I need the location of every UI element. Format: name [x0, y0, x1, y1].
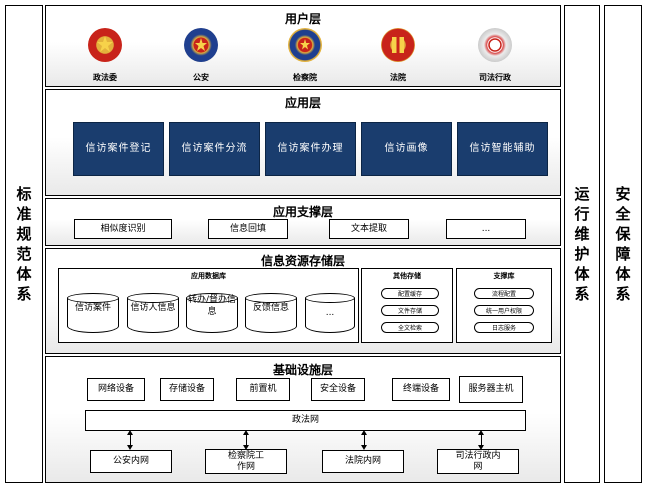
user-layer: 用户层 政法委 公安 检察院 法院 司法行政 — [45, 5, 561, 87]
db-more: ... — [305, 293, 355, 333]
db-case: 信访案件 — [67, 293, 119, 333]
security-column: 安全保障体系 — [604, 5, 642, 483]
police-emblem-icon — [184, 28, 218, 62]
db-feedback-info: 反馈信息 — [245, 293, 297, 333]
device-server-host: 服务器主机 — [459, 376, 523, 403]
column-label-char: 体 — [615, 265, 631, 283]
judicial-administration-emblem-icon — [478, 28, 512, 62]
application-support-layer-title: 应用支撑层 — [272, 205, 333, 219]
entity-label-political-committee: 政法委 — [93, 73, 117, 82]
column-label-char: 障 — [615, 245, 631, 263]
support-db-log-service: 日志服务 — [474, 322, 534, 333]
column-label-char: 行 — [574, 205, 590, 223]
db-more-label: ... — [325, 308, 335, 318]
device-front-end-server: 前置机 — [236, 378, 290, 401]
support-item-info-backfill: 信息回填 — [208, 219, 288, 239]
infrastructure-layer-title: 基础设施层 — [272, 363, 333, 377]
column-label-char: 标 — [16, 185, 32, 203]
column-label-char: 系 — [615, 285, 631, 303]
standards-column-label: 标准规范体系 — [6, 184, 42, 304]
column-label-char: 安 — [615, 185, 631, 203]
user-layer-title: 用户层 — [284, 12, 321, 26]
operation-maintenance-column-label: 运行维护体系 — [565, 184, 599, 304]
column-label-char: 规 — [16, 225, 32, 243]
db-petitioner-info: 信访人信息 — [127, 293, 179, 333]
support-item-similarity: 相似度识别 — [74, 219, 172, 239]
device-storage: 存储设备 — [160, 378, 214, 401]
network-link-arrow-4 — [478, 430, 484, 450]
app-database-title: 应用数据库 — [191, 272, 226, 280]
app-intelligent-assist: 信访智能辅助 — [457, 122, 548, 176]
network-link-arrow-2 — [243, 430, 249, 450]
support-item-more: ... — [446, 219, 526, 239]
storage-fulltext-search: 全文检索 — [381, 322, 439, 333]
storage-config-cache: 配置缓存 — [381, 288, 439, 299]
column-label-char: 运 — [574, 185, 590, 203]
application-layer-title: 应用层 — [284, 96, 321, 110]
support-item-text-extraction: 文本提取 — [329, 219, 409, 239]
column-label-char: 范 — [16, 245, 32, 263]
support-db-unified-permissions: 统一用户权限 — [474, 305, 534, 316]
device-terminal: 终端设备 — [392, 378, 450, 401]
storage-layer-title: 信息资源存储层 — [260, 254, 345, 268]
entity-label-police: 公安 — [193, 73, 209, 82]
support-database-title: 支撑库 — [493, 272, 515, 280]
column-label-char: 保 — [615, 225, 631, 243]
column-label-char: 系 — [574, 285, 590, 303]
political-committee-emblem-icon — [88, 28, 122, 62]
storage-file: 文件存储 — [381, 305, 439, 316]
column-label-char: 护 — [574, 245, 590, 263]
db-feedback-info-label: 反馈信息 — [252, 303, 289, 313]
column-label-char: 体 — [16, 265, 32, 283]
procuratorate-emblem-icon — [288, 28, 322, 62]
device-network: 网络设备 — [87, 378, 145, 401]
app-case-dispatch: 信访案件分流 — [169, 122, 260, 176]
db-case-label: 信访案件 — [74, 303, 111, 313]
app-case-registration: 信访案件登记 — [73, 122, 164, 176]
subnet-procuratorate: 检察院工作网 — [205, 449, 287, 474]
security-column-label: 安全保障体系 — [605, 184, 641, 304]
entity-label-judicial-administration: 司法行政 — [479, 73, 511, 82]
other-storage-title: 其他存储 — [393, 272, 421, 280]
db-transfer-info-label: 转办/督办信息 — [187, 295, 237, 317]
device-security: 安全设备 — [311, 378, 365, 401]
support-db-workflow-config: 流程配置 — [474, 288, 534, 299]
standards-column: 标准规范体系 — [5, 5, 43, 483]
entity-label-procuratorate: 检察院 — [293, 73, 317, 82]
column-label-char: 维 — [574, 225, 590, 243]
subnet-public-security: 公安内网 — [90, 450, 172, 473]
db-petitioner-info-label: 信访人信息 — [130, 303, 176, 313]
subnet-judicial-administration: 司法行政内网 — [437, 449, 519, 474]
column-label-char: 全 — [615, 205, 631, 223]
subnet-court: 法院内网 — [322, 450, 404, 473]
app-petition-profile: 信访画像 — [361, 122, 452, 176]
app-case-handling: 信访案件办理 — [265, 122, 356, 176]
column-label-char: 系 — [16, 285, 32, 303]
political-legal-network: 政法网 — [85, 410, 526, 431]
column-label-char: 准 — [16, 205, 32, 223]
court-emblem-icon — [381, 28, 415, 62]
db-transfer-info: 转办/督办信息 — [186, 293, 238, 333]
entity-label-court: 法院 — [390, 73, 406, 82]
network-link-arrow-3 — [361, 430, 367, 450]
network-link-arrow-1 — [127, 430, 133, 450]
column-label-char: 体 — [574, 265, 590, 283]
operation-maintenance-column: 运行维护体系 — [564, 5, 600, 483]
